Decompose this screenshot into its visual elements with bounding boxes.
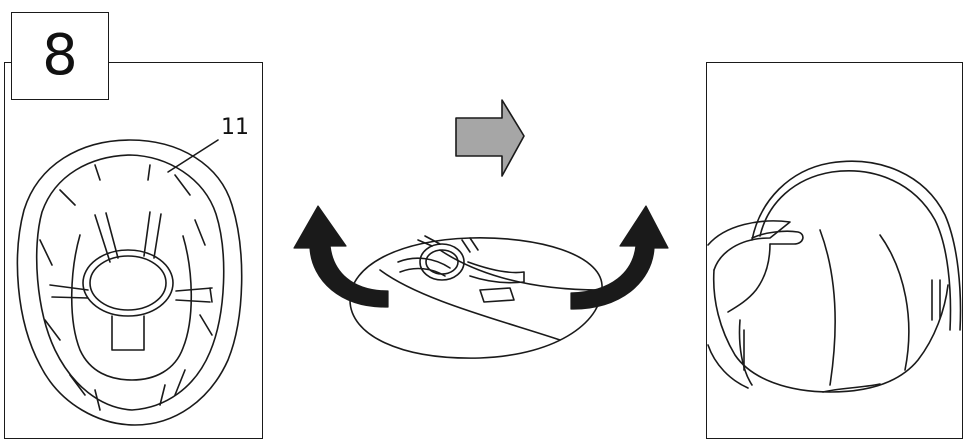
canopy-illustration (0, 0, 973, 443)
